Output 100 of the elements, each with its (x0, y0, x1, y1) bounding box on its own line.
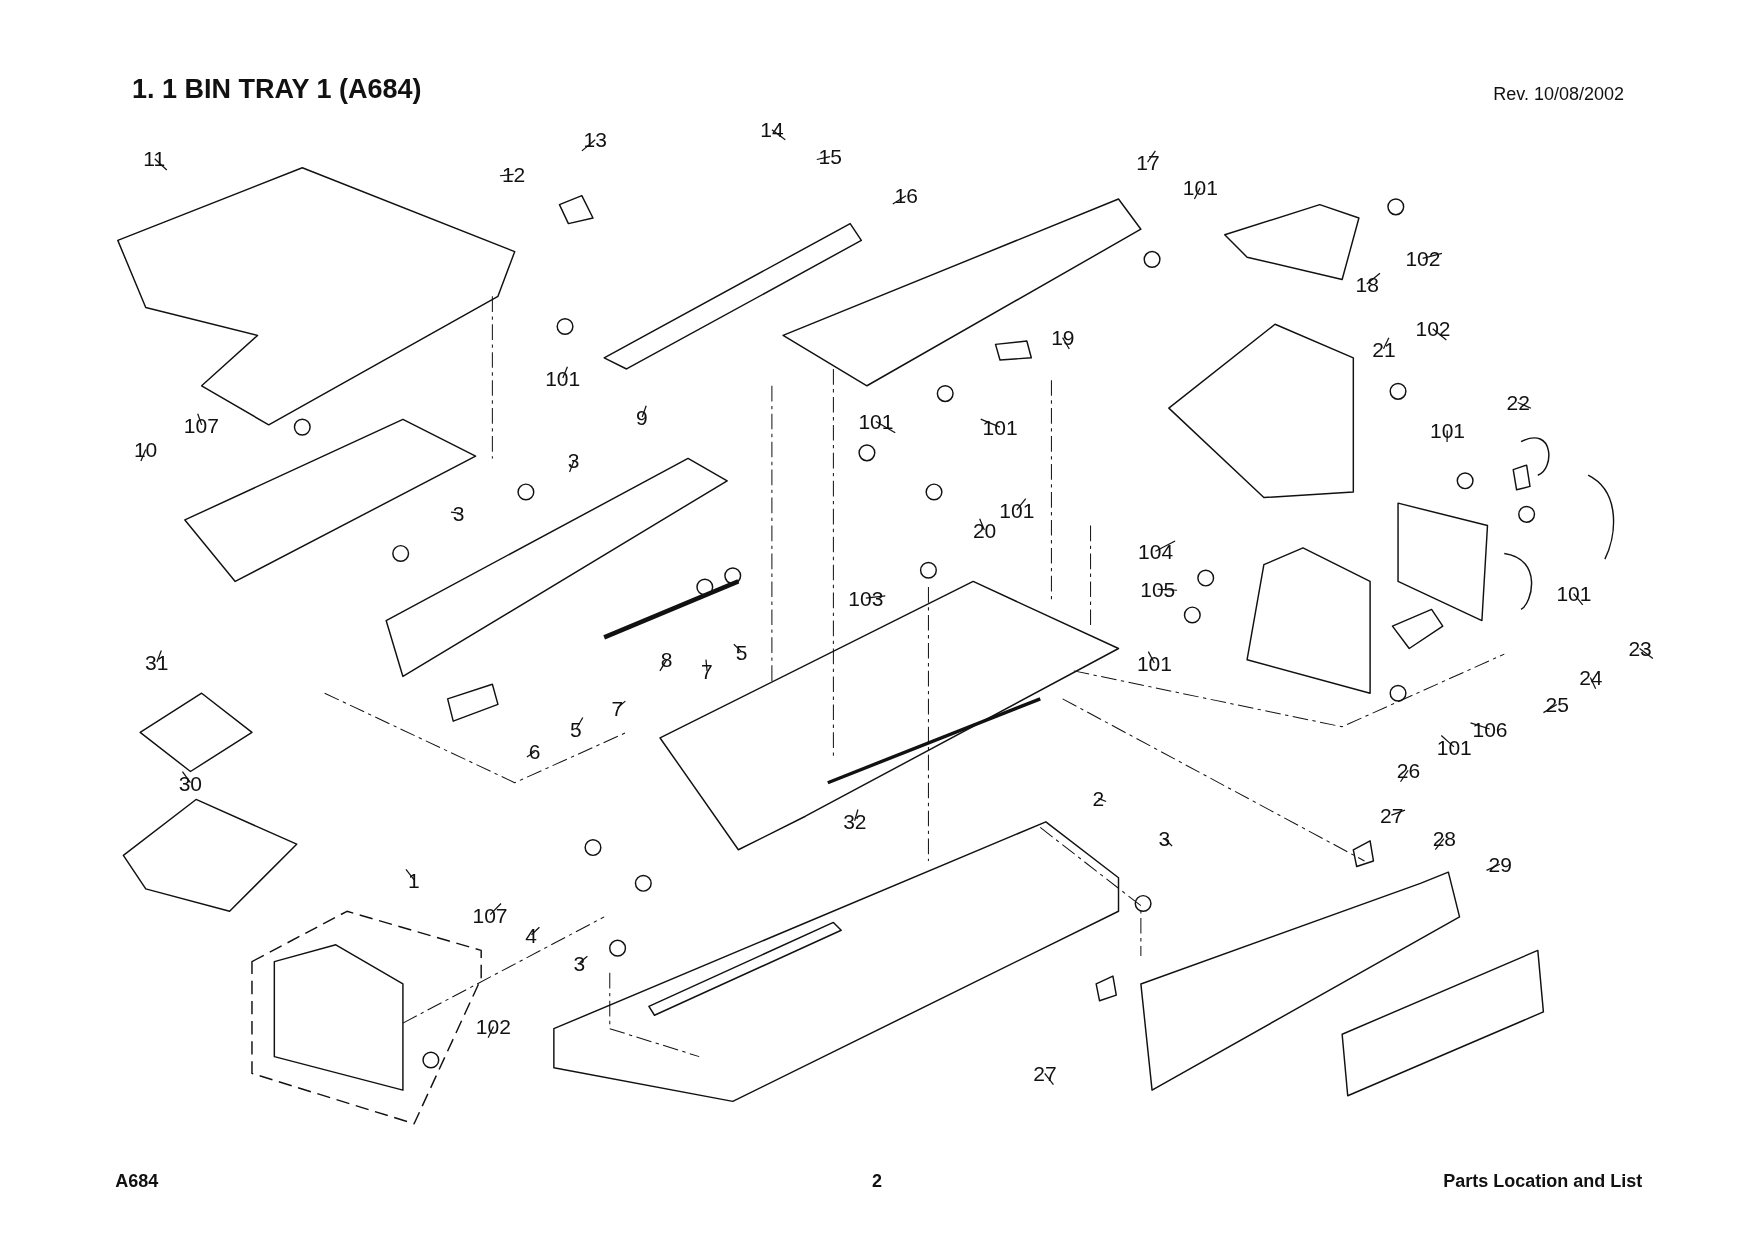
callout-number: 25 (1545, 694, 1569, 716)
leader-line (156, 649, 162, 663)
leader-line (1589, 676, 1597, 690)
callout-number: 27 (1033, 1063, 1057, 1085)
leader-line (1366, 272, 1381, 285)
callout-number: 21 (1372, 338, 1396, 360)
leader-line (530, 926, 540, 936)
callout-number: 16 (894, 185, 918, 207)
callout-number: 6 (528, 741, 541, 763)
leader-line (1193, 187, 1201, 200)
callout-number: 101 (1182, 177, 1218, 199)
callout-number: 107 (472, 904, 508, 926)
callout-number: 11 (143, 148, 166, 170)
leader-line (1154, 540, 1176, 552)
leader-line (568, 460, 575, 473)
leader-line (1638, 647, 1654, 660)
leader-line (865, 595, 886, 599)
callout-number: 7 (611, 697, 624, 719)
callout-number: 9 (636, 406, 648, 428)
leader-line (578, 955, 588, 964)
leader-line (1485, 863, 1501, 871)
callout-number: 26 (1396, 760, 1421, 782)
leader-line (1440, 734, 1455, 748)
callout-number: 20 (972, 519, 997, 541)
leader-line (980, 418, 1001, 428)
leader-line (1382, 337, 1390, 350)
callout-number: 3 (573, 952, 586, 974)
callout-number: 4 (525, 924, 538, 946)
leader-line (1044, 1072, 1055, 1086)
callout-number: 5 (570, 718, 582, 740)
callout-number: 101 (999, 499, 1035, 521)
model-code: A684 (115, 1172, 159, 1191)
leader-line (1432, 328, 1447, 341)
callout-number: 19 (1051, 327, 1075, 349)
leader-line (1016, 498, 1027, 511)
leader-line (1446, 429, 1448, 443)
leader-line (526, 750, 536, 758)
leader-line (854, 808, 859, 822)
callout-number: 101 (545, 367, 581, 389)
callout-number: 104 (1138, 540, 1174, 562)
callout-number: 13 (583, 129, 607, 151)
leader-line (1572, 593, 1584, 606)
callout-number: 8 (660, 649, 673, 671)
leader-line (1542, 703, 1558, 714)
leader-line (771, 129, 786, 141)
leader-line (892, 195, 907, 205)
callout-number: 102 (475, 1016, 511, 1038)
leader-line (499, 173, 515, 177)
leader-line (705, 658, 708, 672)
leader-line (1157, 588, 1178, 591)
leader-line (1469, 722, 1491, 730)
leader-line (1434, 837, 1445, 851)
leader-line (1422, 252, 1443, 259)
leader-line (140, 448, 147, 462)
leader-line (405, 868, 415, 881)
callout-number: 3 (1158, 828, 1171, 850)
callout-number: 27 (1380, 804, 1404, 826)
callout-number: 23 (1628, 638, 1652, 660)
callout-number: 17 (1136, 151, 1160, 173)
callout-number: 15 (818, 146, 842, 168)
callout-number: 102 (1415, 318, 1451, 340)
leader-line (641, 405, 647, 418)
callout-number: 102 (1405, 247, 1441, 269)
callout-number: 22 (1506, 392, 1530, 414)
callout-number: 101 (1436, 736, 1472, 758)
callout-number: 12 (501, 164, 526, 185)
leader-line (1517, 401, 1532, 409)
leader-line (979, 518, 985, 531)
callout-number: 103 (848, 587, 884, 609)
leader-line (575, 716, 584, 730)
callout-number: 10 (133, 439, 158, 461)
leader-line (197, 413, 203, 426)
callout-number: 107 (183, 414, 219, 436)
leader-line (1146, 150, 1156, 163)
callout-number: 2 (1092, 788, 1105, 810)
callout-number: 5 (735, 641, 748, 663)
leader-line (1097, 797, 1107, 803)
callout-number: 101 (982, 416, 1018, 438)
leader-line (733, 643, 743, 653)
footer-title: Parts Location and List (1443, 1172, 1643, 1191)
callout-number: 28 (1432, 828, 1456, 850)
leader-line (450, 511, 460, 514)
callout-number: 3 (567, 450, 580, 472)
leader-line (1399, 769, 1409, 783)
callout-number: 18 (1355, 273, 1379, 295)
page-title: 1. 1 BIN TRAY 1 (A684) (132, 76, 422, 103)
callout-number: 101 (1556, 583, 1592, 605)
leader-line (562, 366, 569, 379)
callout-number: 1 (407, 869, 420, 891)
callout-number: 30 (178, 772, 202, 794)
callout-number: 14 (760, 119, 784, 141)
leader-line (816, 155, 831, 161)
leader-line (581, 139, 596, 152)
callout-number: 101 (858, 411, 894, 433)
leader-line (1163, 837, 1173, 847)
leader-line (181, 770, 192, 784)
callout-number: 101 (1136, 652, 1172, 674)
leader-line (1147, 650, 1155, 664)
callout-number: 32 (843, 810, 867, 832)
callout-number: 3 (452, 502, 465, 524)
